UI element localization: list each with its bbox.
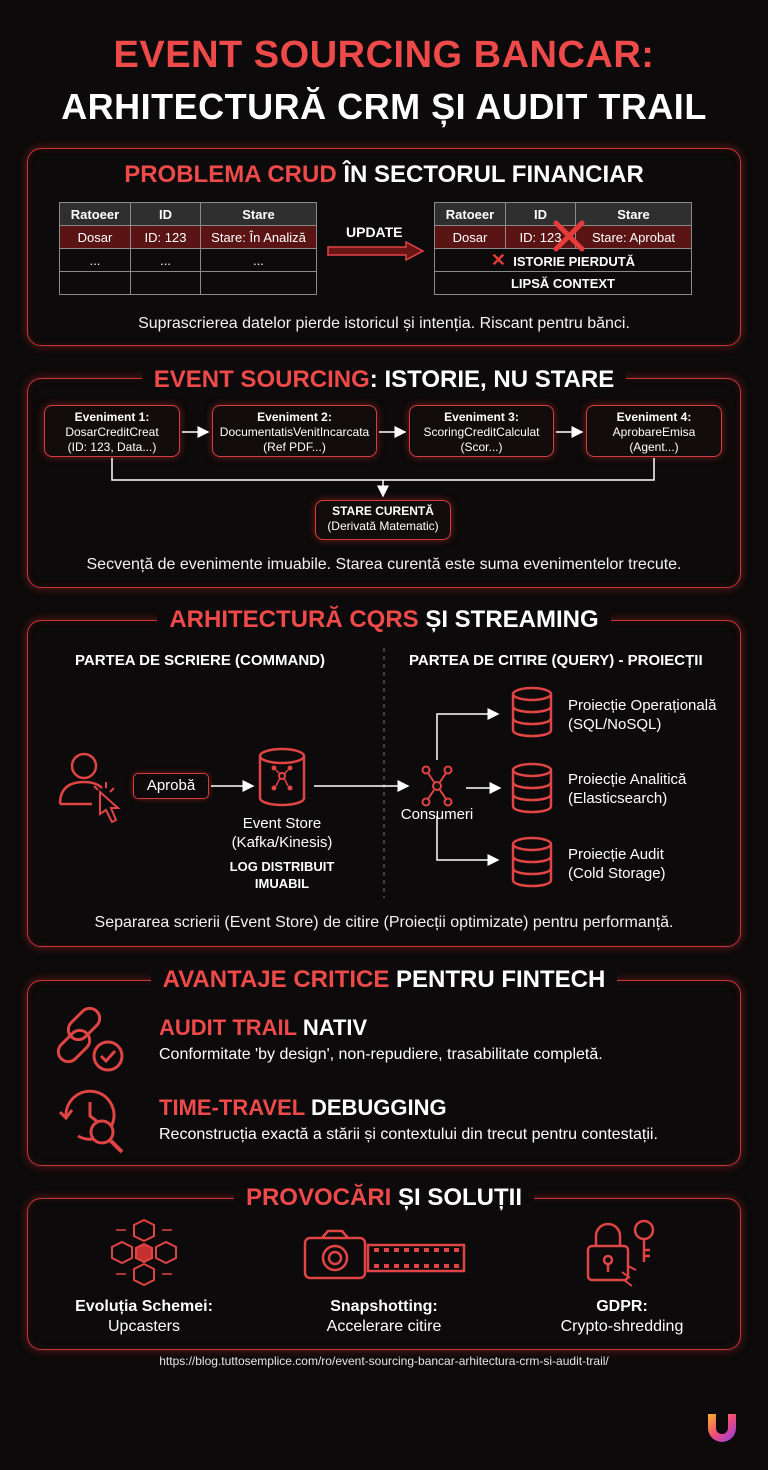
database-icon xyxy=(511,686,553,738)
advantage-desc-timetravel: Reconstrucția exactă a stării și context… xyxy=(159,1126,658,1143)
approve-command: Aprobă xyxy=(133,773,209,799)
projection-arrows xyxy=(436,708,502,866)
challenge-gdpr: GDPR:Crypto-shredding xyxy=(560,1298,684,1335)
consumers-label: Consumeri xyxy=(400,806,474,823)
projection-analytic: Proiecție Analitică(Elasticsearch) xyxy=(568,771,687,807)
table-row: ✕ ISTORIE PIERDUTĂ xyxy=(434,248,692,272)
cross-icon: ✕ xyxy=(490,249,506,270)
consumers-graph-icon xyxy=(421,765,453,807)
event-box-4: Eveniment 4:AprobareEmisa(Agent...) xyxy=(586,405,722,457)
crud-panel: PROBLEMA CRUD ÎN SECTORUL FINANCIAR xyxy=(27,148,741,346)
event-sourcing-caption: Secvență de evenimente imuabile. Starea … xyxy=(86,556,682,573)
advantage-desc-audit: Conformitate 'by design', non-repudiere,… xyxy=(159,1046,603,1063)
event-flow-arrows xyxy=(111,426,655,498)
crud-caption: Suprascrierea datelor pierde istoricul ș… xyxy=(138,315,630,332)
challenge-schema: Evoluția Schemei:Upcasters xyxy=(75,1298,213,1335)
write-side-header: PARTEA DE SCRIERE (COMMAND) xyxy=(75,652,325,669)
chain-check-icon xyxy=(56,1006,124,1072)
event-box-1: Eveniment 1:DosarCreditCreat(ID: 123, Da… xyxy=(44,405,180,457)
camera-film-icon xyxy=(303,1229,466,1280)
cubes-icon xyxy=(111,1218,177,1287)
update-arrow xyxy=(327,240,425,262)
page-title-line2: ARHITECTURĂ CRM ȘI AUDIT TRAIL xyxy=(61,86,707,127)
event-box-2: Eveniment 2:DocumentatisVenitIncarcata(R… xyxy=(212,405,377,457)
event-box-3: Eveniment 3:ScoringCreditCalculat(Scor..… xyxy=(409,405,554,457)
source-url[interactable]: https://blog.tuttosemplice.com/ro/event-… xyxy=(159,1354,609,1368)
event-store-database-icon xyxy=(258,747,306,807)
cqrs-caption: Separarea scrierii (Event Store) de citi… xyxy=(94,914,674,931)
user-click-icon xyxy=(58,752,121,824)
clock-magnifier-icon xyxy=(58,1089,124,1154)
divider xyxy=(383,648,385,898)
table-row: ......... xyxy=(59,248,317,272)
brand-logo-icon xyxy=(708,1414,736,1442)
database-icon xyxy=(511,762,553,814)
challenges-title: PROVOCĂRI ȘI SOLUȚII xyxy=(0,1184,768,1212)
table-row: LIPSĂ CONTEXT xyxy=(434,271,692,295)
advantages-title: AVANTAJE CRITICE PENTRU FINTECH xyxy=(0,966,768,994)
broken-lock-key-icon xyxy=(586,1219,655,1287)
table-row xyxy=(59,271,317,295)
command-arrow xyxy=(211,780,255,792)
event-sourcing-title: EVENT SOURCING: ISTORIE, NU STARE xyxy=(0,366,768,394)
advantage-title-timetravel: TIME-TRAVEL DEBUGGING xyxy=(159,1095,447,1120)
cqrs-title: ARHITECTURĂ CQRS ȘI STREAMING xyxy=(0,606,768,634)
projection-operational: Proiecție Operațională(SQL/NoSQL) xyxy=(568,697,717,733)
update-label: UPDATE xyxy=(346,224,403,240)
overwrite-cross-icon xyxy=(553,220,585,252)
projection-audit: Proiecție Audit(Cold Storage) xyxy=(568,846,666,882)
current-state-box: STARE CURENTĂ(Derivată Matematic) xyxy=(315,500,451,540)
database-icon xyxy=(511,836,553,888)
challenge-snapshot: Snapshotting:Accelerare citire xyxy=(326,1298,442,1335)
stream-arrow xyxy=(314,780,410,792)
event-store-label: Event Store(Kafka/Kinesis) xyxy=(231,815,333,851)
page-title-line1: EVENT SOURCING BANCAR: xyxy=(113,34,655,76)
advantage-title-audit: AUDIT TRAIL NATIV xyxy=(159,1015,368,1040)
read-side-header: PARTEA DE CITIRE (QUERY) - PROIECȚII xyxy=(409,652,703,669)
crud-title: PROBLEMA CRUD ÎN SECTORUL FINANCIAR xyxy=(124,161,644,188)
